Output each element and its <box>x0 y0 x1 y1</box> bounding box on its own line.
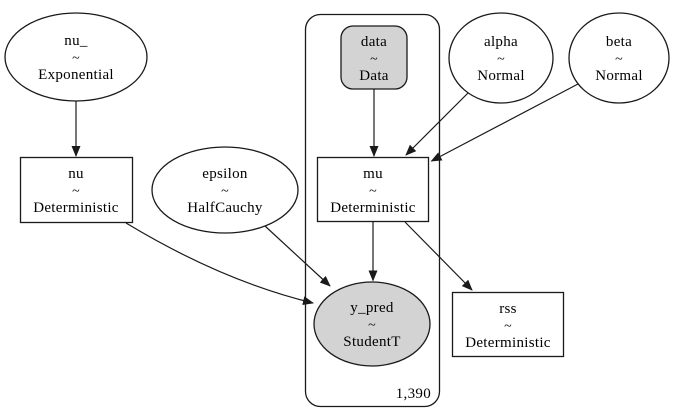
node-rss: rss ~ Deterministic <box>451 291 565 358</box>
node-rss-tilde: ~ <box>504 319 512 334</box>
edge-mu-to-rss <box>404 221 473 291</box>
edges <box>71 83 579 306</box>
node-nu_-shape <box>4 12 148 102</box>
node-epsilon-name: epsilon <box>202 166 248 182</box>
node-y_pred-shape <box>313 281 431 367</box>
node-nu-dist: Deterministic <box>33 200 119 216</box>
node-alpha-shape <box>448 12 554 104</box>
node-data-tilde: ~ <box>370 52 378 67</box>
node-data-name: data <box>361 34 387 50</box>
node-nu_: nu_ ~ Exponential <box>4 12 148 102</box>
node-y_pred-dist: StudentT <box>343 334 400 350</box>
node-data: data ~ Data <box>340 25 408 90</box>
edge-alpha-to-mu <box>405 92 469 156</box>
node-mu-dist: Deterministic <box>330 200 416 216</box>
node-alpha-tilde: ~ <box>497 52 505 67</box>
node-data-dist: Data <box>359 68 389 84</box>
node-beta: beta ~ Normal <box>568 12 670 104</box>
node-nu: nu ~ Deterministic <box>19 156 134 224</box>
node-mu-shape <box>316 156 430 223</box>
node-y_pred-tilde: ~ <box>368 318 376 333</box>
plate-border <box>304 13 441 408</box>
node-epsilon-dist: HalfCauchy <box>187 200 263 216</box>
node-epsilon: epsilon ~ HalfCauchy <box>151 146 299 234</box>
node-nu-shape <box>19 156 134 224</box>
node-nu_-dist: Exponential <box>38 67 114 83</box>
node-beta-tilde: ~ <box>615 52 623 67</box>
node-nu_-tilde: ~ <box>72 51 80 66</box>
node-nu_-name: nu_ <box>64 33 88 49</box>
node-mu: mu ~ Deterministic <box>316 156 430 223</box>
node-alpha-name: alpha <box>484 34 518 50</box>
node-y_pred: y_pred ~ StudentT <box>313 281 431 367</box>
node-epsilon-tilde: ~ <box>221 184 229 199</box>
edge-beta-to-mu <box>430 83 579 162</box>
node-mu-tilde: ~ <box>369 184 377 199</box>
plate-observations: 1,390 <box>304 13 441 408</box>
node-nu-name: nu <box>68 166 84 182</box>
node-alpha-dist: Normal <box>477 68 525 84</box>
node-beta-name: beta <box>606 34 632 50</box>
edge-epsilon-to-y_pred <box>264 225 331 287</box>
node-y_pred-name: y_pred <box>350 300 394 316</box>
node-mu-name: mu <box>363 166 383 182</box>
node-rss-shape <box>451 291 565 358</box>
node-alpha: alpha ~ Normal <box>448 12 554 104</box>
plate-size-label: 1,390 <box>396 386 431 402</box>
node-rss-dist: Deterministic <box>465 335 551 351</box>
edge-nu-to-y_pred <box>125 222 314 306</box>
node-beta-dist: Normal <box>595 68 643 84</box>
node-epsilon-shape <box>151 146 299 234</box>
node-nu-tilde: ~ <box>72 184 80 199</box>
node-rss-name: rss <box>499 301 517 317</box>
node-beta-shape <box>568 12 670 104</box>
node-data-shape <box>340 25 408 90</box>
